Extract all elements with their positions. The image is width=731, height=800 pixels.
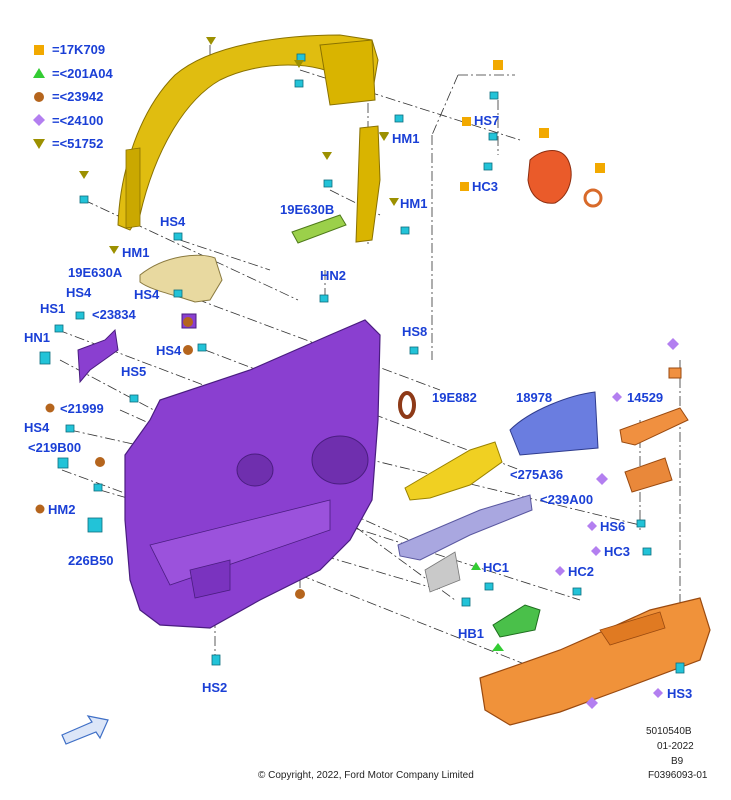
callout-hm1: HM1 — [122, 245, 150, 260]
hb1-bracket-shape — [492, 604, 541, 638]
door-trim-panel — [124, 319, 381, 629]
callout-hn2: HN2 — [320, 268, 347, 283]
callout-14529: 14529 — [627, 390, 664, 405]
drawing-date: 01-2022 — [657, 741, 694, 752]
frame-bracket — [355, 125, 381, 243]
callout-19e882: 19E882 — [432, 390, 477, 405]
legend-row: = 17K709 — [32, 38, 113, 62]
drawing-code: 5010540B — [646, 726, 692, 737]
callout-hm1: HM1 — [392, 131, 420, 146]
copyright: © Copyright, 2022, Ford Motor Company Li… — [258, 770, 474, 781]
legend-text: 17K709 — [59, 42, 106, 58]
part-19e630a-shape — [139, 254, 223, 303]
circle-icon — [34, 91, 44, 102]
callout-hc3: HC3 — [472, 179, 499, 194]
callout-239a00: <239A00 — [540, 492, 594, 507]
callout-19e630b: 19E630B — [280, 202, 335, 217]
callout-18978: 18978 — [516, 390, 553, 405]
square-icon — [34, 44, 44, 55]
legend-row: = <23942 — [32, 85, 113, 109]
legend-row: = <51752 — [32, 132, 113, 156]
legend-text: <24100 — [59, 112, 104, 128]
callout-226b50: 226B50 — [68, 553, 114, 568]
callout-hm1: HM1 — [400, 196, 428, 211]
callout-21999: <21999 — [60, 401, 104, 416]
callout-19e630a: 19E630A — [68, 265, 123, 280]
legend-text: <51752 — [59, 136, 104, 152]
door-frame-upper — [117, 34, 379, 231]
diagram-markers — [79, 37, 679, 709]
callout-hs4: HS4 — [160, 214, 186, 229]
part-275a36-shape — [404, 441, 503, 501]
callout-hs4: HS4 — [24, 420, 50, 435]
callout-hs4: HS4 — [66, 285, 92, 300]
legend-row: = <201A04 — [32, 62, 113, 86]
part-14529-shape — [619, 367, 689, 493]
part-19e882-shape — [398, 391, 416, 419]
callout-hs3: HS3 — [667, 686, 693, 701]
triangle-down-icon — [33, 138, 45, 149]
fasteners — [39, 53, 685, 674]
drawing-code-b9: B9 — [671, 756, 684, 767]
callout-hc3: HC3 — [604, 544, 631, 559]
callout-hs2: HS2 — [202, 680, 228, 695]
hn1-bracket-shape — [77, 328, 119, 384]
callout-hs6: HS6 — [600, 519, 626, 534]
legend-row: = <24100 — [32, 109, 113, 133]
callout-hs8: HS8 — [402, 324, 428, 339]
callout-23834: <23834 — [92, 307, 136, 322]
callout-hs5: HS5 — [121, 364, 147, 379]
callout-hs1: HS1 — [40, 301, 66, 316]
callout-hb1: HB1 — [458, 626, 485, 641]
legend-text: <201A04 — [59, 65, 113, 81]
callout-hn1: HN1 — [24, 330, 51, 345]
callout-219b00: <219B00 — [28, 440, 82, 455]
callout-hs7: HS7 — [474, 113, 500, 128]
callout-hc2: HC2 — [568, 564, 595, 579]
callout-hm2: HM2 — [48, 502, 76, 517]
part-19e630b-shape — [291, 214, 347, 244]
view-direction-arrow-icon — [61, 715, 109, 745]
drawing-id: F0396093-01 — [648, 770, 708, 781]
tweeter-housing-shape — [527, 150, 603, 208]
callout-hs4: HS4 — [156, 343, 182, 358]
callout-hs4: HS4 — [134, 287, 160, 302]
armrest-shape — [479, 597, 711, 726]
part-239a00-shape — [397, 494, 533, 593]
callout-275a36: <275A36 — [510, 467, 564, 482]
triangle-up-icon — [33, 68, 45, 79]
legend: = 17K709 = <201A04 = <23942 = <24100 = <… — [32, 38, 113, 156]
legend-text: <23942 — [59, 89, 104, 105]
callout-hc1: HC1 — [483, 560, 510, 575]
part-18978-shape — [509, 391, 599, 456]
diamond-icon — [33, 114, 45, 127]
